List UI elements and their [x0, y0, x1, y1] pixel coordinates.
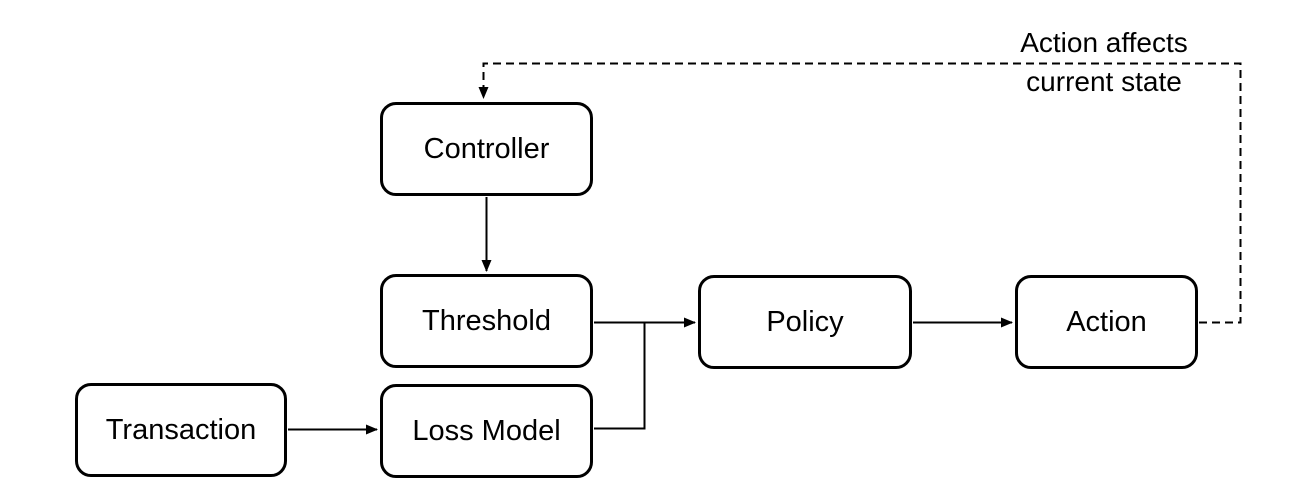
node-policy-label: Policy	[766, 305, 844, 338]
node-transaction-label: Transaction	[105, 413, 257, 446]
edge-action-controller-feedback	[478, 62, 1242, 324]
node-threshold: Threshold	[380, 274, 593, 368]
edge-loss-model-policy	[594, 322, 646, 430]
node-action: Action	[1015, 275, 1198, 369]
node-loss-model: Loss Model	[380, 384, 593, 478]
node-transaction: Transaction	[75, 383, 287, 477]
node-action-label: Action	[1066, 305, 1147, 338]
node-loss-model-label: Loss Model	[412, 414, 561, 447]
feedback-annotation-line1: Action affects	[1020, 27, 1188, 58]
node-controller-label: Controller	[423, 132, 550, 165]
feedback-annotation: Action affects current state	[998, 23, 1210, 101]
feedback-annotation-line2: current state	[1026, 66, 1182, 97]
node-threshold-label: Threshold	[422, 304, 551, 337]
node-controller: Controller	[380, 102, 593, 196]
node-policy: Policy	[698, 275, 912, 369]
